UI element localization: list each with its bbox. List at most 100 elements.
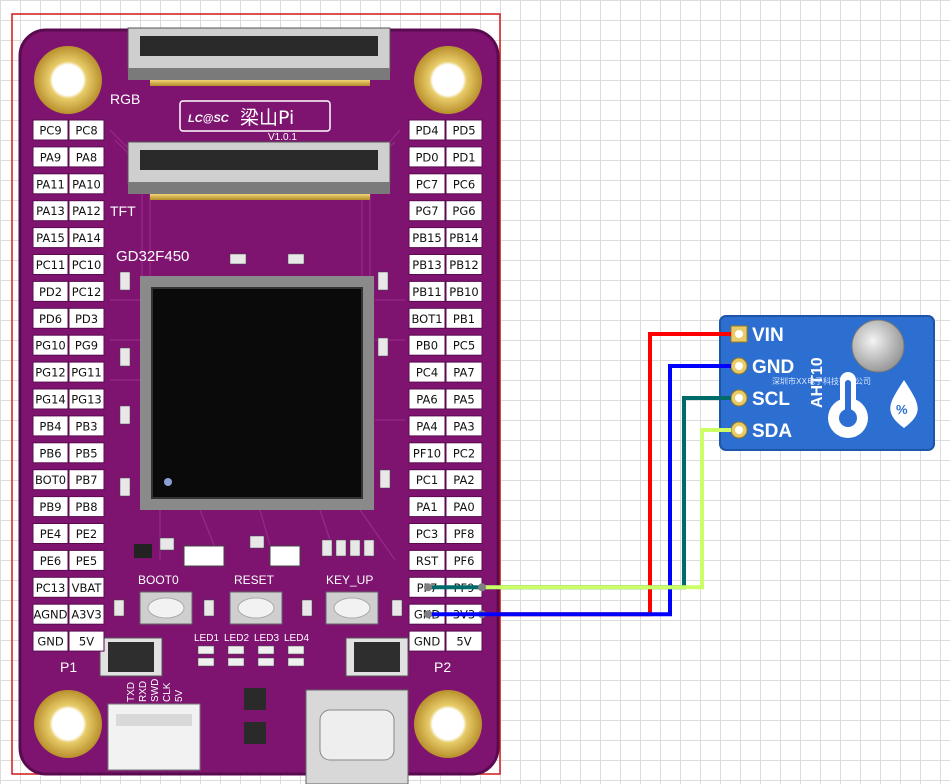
header-pin[interactable]: PC8 [68,119,105,141]
header-pin[interactable]: PD6 [32,307,69,329]
header-pin[interactable]: GND [408,630,446,652]
header-pin[interactable]: PA4 [408,415,446,437]
header-pin[interactable]: PC12 [68,280,105,302]
header-pin[interactable]: PD4 [408,119,446,141]
jumper-wire[interactable] [428,364,731,617]
header-pin[interactable]: PC10 [68,254,105,275]
pin-label: PE2 [76,527,98,541]
header-pin[interactable]: PG11 [68,361,105,383]
header-pin[interactable]: PA15 [32,227,69,249]
aht10-sensor-module[interactable]: AHT10 深圳市XX电子科技有限公司 % [719,315,935,451]
header-pin[interactable]: PG12 [32,361,69,383]
header-pin[interactable]: PA8 [68,146,105,168]
header-pin[interactable]: BOT0 [32,469,69,491]
header-pin[interactable]: PB10 [445,280,483,302]
header-pin[interactable]: PD0 [408,146,446,168]
header-pin[interactable]: PA2 [445,469,483,491]
header-pin[interactable]: PA5 [445,388,483,410]
header-pin[interactable]: PB7 [68,469,105,491]
jumper-wire[interactable] [482,428,731,590]
header-pin[interactable]: 5V [445,630,483,652]
debug-connector[interactable] [107,703,201,771]
header-pin[interactable]: PB8 [68,496,105,518]
header-pin[interactable]: PE5 [68,549,105,571]
header-pin[interactable]: PF8 [445,523,483,544]
header-pin[interactable]: PA13 [32,200,69,222]
header-pin[interactable]: AGND [32,603,69,625]
header-pin[interactable]: PD1 [445,146,483,168]
mcu-chip[interactable] [140,276,374,510]
header-pin[interactable]: PE6 [32,549,69,571]
pin-label: PB3 [75,419,97,433]
header-pin[interactable]: PE2 [68,523,105,544]
jumper-wire[interactable] [482,332,731,617]
header-pin[interactable]: PC2 [445,442,483,464]
header-pin[interactable]: PA14 [68,227,105,249]
sensor-pin[interactable]: SDA [730,421,792,442]
header-pin[interactable]: RST [408,549,446,571]
header-pin[interactable]: PG14 [32,388,69,410]
header-pin[interactable]: PD3 [68,307,105,329]
header-pin[interactable]: PG13 [68,388,105,410]
header-pin[interactable]: PC4 [408,361,446,383]
header-pin[interactable]: PA6 [408,388,446,410]
header-pin[interactable]: PB0 [408,334,446,356]
tft-fpc-connector[interactable] [127,141,391,200]
header-pin[interactable]: PC5 [445,334,483,356]
header-pin[interactable]: PA12 [68,200,105,222]
header-pin[interactable]: PB4 [32,415,69,437]
header-pin[interactable]: PA9 [32,146,69,168]
header-pin[interactable]: PG7 [408,200,446,222]
header-pin[interactable]: GND [32,630,69,652]
reset-button[interactable]: RESET [229,573,283,625]
header-pin[interactable]: PC13 [32,576,69,598]
header-pin[interactable]: PG10 [32,334,69,356]
debug-label: CLK [162,682,173,702]
header-pin[interactable]: PB9 [32,496,69,518]
header-pin[interactable]: PA11 [32,173,69,195]
header-pin[interactable]: PB1 [445,307,483,329]
pin-label: PB4 [39,419,61,433]
pin-label: PB15 [412,231,441,245]
header-pin[interactable]: VBAT [68,576,105,598]
key-up-button[interactable]: KEY_UP [325,573,379,625]
header-pin[interactable]: PD5 [445,119,483,141]
header-pin[interactable]: PG6 [445,200,483,222]
header-pin[interactable]: PC9 [32,119,69,141]
sensor-pin[interactable]: SCL [730,389,790,410]
header-pin[interactable]: PC1 [408,469,446,491]
header-pin[interactable]: PC3 [408,523,446,544]
header-pin[interactable]: PC6 [445,173,483,195]
header-pin[interactable]: PC11 [32,254,69,275]
header-pin[interactable]: PB13 [408,254,446,275]
sensor-pin[interactable]: GND [730,357,794,378]
header-pin[interactable]: PB12 [445,254,483,275]
pin-label: PC5 [453,339,475,353]
header-pin[interactable]: PF6 [445,549,483,571]
header-pin[interactable]: PB3 [68,415,105,437]
header-pin[interactable]: PB5 [68,442,105,464]
header-pin[interactable]: PB14 [445,227,483,249]
header-pin[interactable]: PE4 [32,523,69,544]
header-pin[interactable]: A3V3 [68,603,105,625]
header-pin[interactable]: PD2 [32,280,69,302]
header-pin[interactable]: PC7 [408,173,446,195]
boot0-button[interactable]: BOOT0 [138,573,193,625]
header-pin[interactable]: PB6 [32,442,69,464]
header-pin[interactable]: PB15 [408,227,446,249]
header-pin[interactable]: 5V [68,630,105,652]
header-pin[interactable]: PA10 [68,173,105,195]
diode-icon [345,637,409,677]
header-pin[interactable]: PA1 [408,496,446,518]
usb-c-connector[interactable] [305,689,409,784]
rgb-fpc-connector[interactable] [127,27,391,86]
mounting-hole-icon [34,690,102,758]
header-pin[interactable]: PA3 [445,415,483,437]
debug-label: 5V [174,689,185,702]
header-pin[interactable]: PA7 [445,361,483,383]
header-pin[interactable]: PB11 [408,280,446,302]
header-pin[interactable]: PF10 [408,442,446,464]
header-pin[interactable]: BOT1 [408,307,446,329]
header-pin[interactable]: PG9 [68,334,105,356]
header-pin[interactable]: PA0 [445,496,483,518]
